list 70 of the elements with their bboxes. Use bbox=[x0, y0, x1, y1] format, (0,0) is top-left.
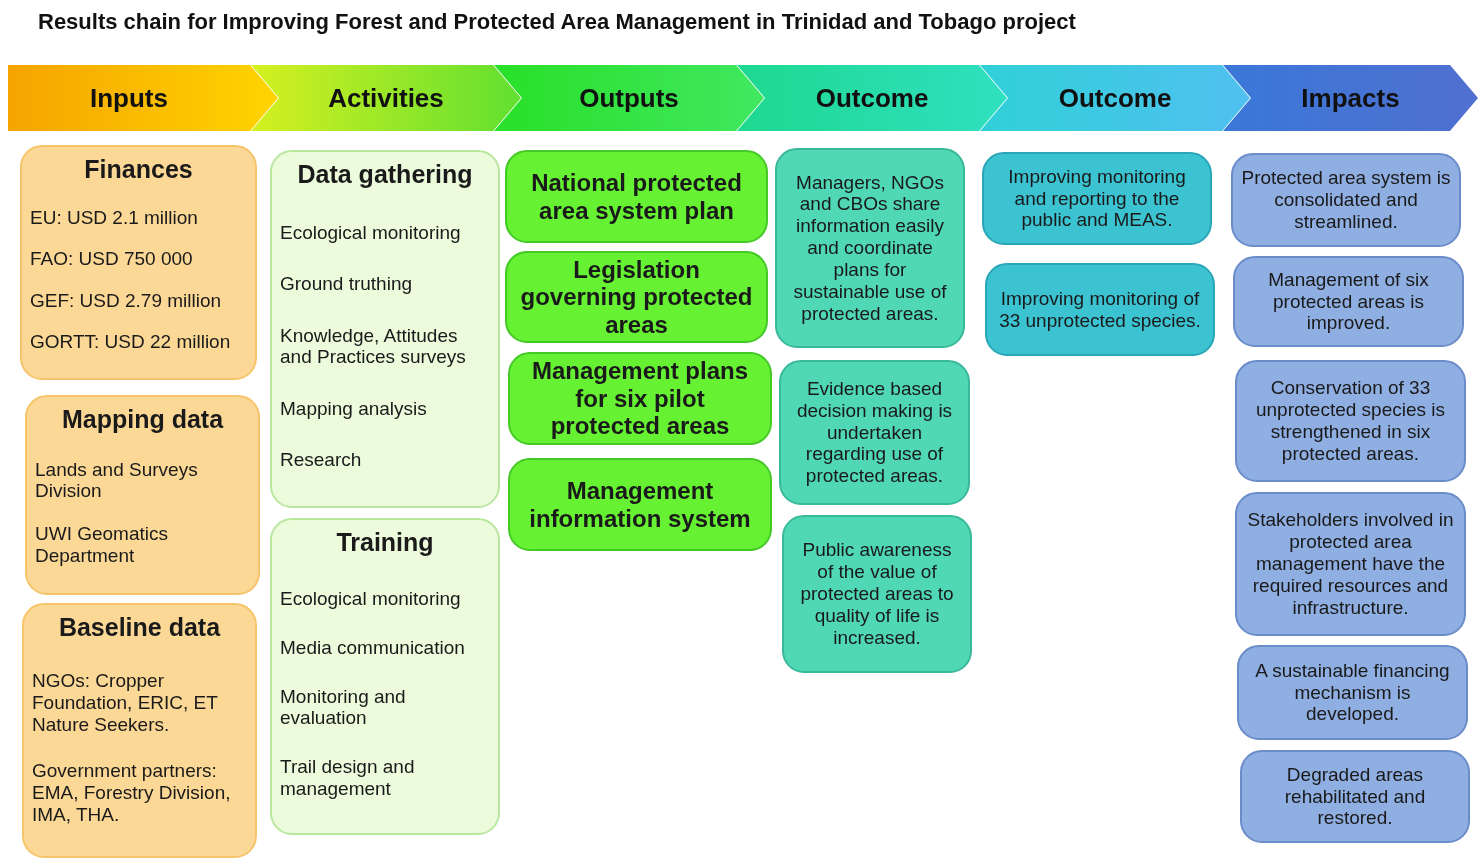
list-item: Ecological monitoring bbox=[280, 222, 462, 245]
outcome-box bbox=[782, 515, 972, 673]
list-item: GORTT: USD 22 million bbox=[30, 330, 232, 353]
list-item: Mapping analysis bbox=[280, 397, 428, 420]
box-text: Protected area system is consolidated and streamlined. bbox=[1241, 167, 1451, 233]
box-heading: Baseline data bbox=[57, 613, 222, 642]
stage-label: Outcome bbox=[814, 81, 930, 115]
stage-banner bbox=[1223, 65, 1478, 131]
list-item: Monitoring and evaluation bbox=[280, 685, 407, 730]
stage-banner bbox=[251, 65, 521, 131]
list-item: UWI Geomatics Department bbox=[35, 522, 170, 567]
stage-label: Outcome bbox=[1057, 81, 1173, 115]
stage-label: Outputs bbox=[578, 81, 680, 115]
list-item: Government partners: EMA, Forestry Division, IMA, THA. bbox=[32, 760, 232, 826]
box-text: Stakeholders involved in protected area management have the required resources and infrastructure. bbox=[1246, 509, 1455, 619]
impact-box bbox=[1240, 750, 1470, 843]
impact-box bbox=[1233, 256, 1464, 347]
list-item: EU: USD 2.1 million bbox=[30, 207, 199, 230]
box-text: Improving monitoring and reporting to the public and MEAS. bbox=[1007, 165, 1187, 232]
diagram-title: Results chain for Improving Forest and Protected Area Management in Trinidad and Tobago project bbox=[38, 9, 1076, 35]
list-item: Media communication bbox=[280, 636, 466, 659]
outcome-box bbox=[985, 263, 1215, 356]
output-box bbox=[508, 352, 772, 445]
stage-label: Activities bbox=[327, 81, 445, 115]
box-text: Conservation of 33 unprotected species is strengthened in six protected areas. bbox=[1254, 377, 1447, 465]
activity-box bbox=[270, 518, 500, 835]
list-item: Knowledge, Attitudes and Practices surveys bbox=[280, 324, 467, 369]
outcome-box bbox=[982, 152, 1212, 245]
list-item: FAO: USD 750 000 bbox=[30, 248, 194, 271]
output-box bbox=[508, 458, 772, 551]
activity-box bbox=[270, 150, 500, 508]
output-box bbox=[505, 251, 768, 343]
stage-banner bbox=[8, 65, 278, 131]
box-text: Public awareness of the value of protected areas to quality of life is increased. bbox=[799, 539, 955, 649]
box-heading: Data gathering bbox=[296, 160, 474, 189]
box-heading: Finances bbox=[83, 155, 194, 184]
box-text: A sustainable financing mechanism is developed. bbox=[1254, 659, 1451, 726]
box-text: Evidence based decision making is undertaken regarding use of protected areas. bbox=[795, 377, 954, 488]
box-text: Management plans for six pilot protected areas bbox=[530, 357, 749, 440]
impact-box bbox=[1235, 492, 1466, 636]
stage-banner bbox=[494, 65, 764, 131]
box-text: Management information system bbox=[528, 476, 752, 533]
box-text: Legislation governing protected areas bbox=[519, 255, 754, 339]
input-box bbox=[20, 145, 257, 380]
box-text: National protected area system plan bbox=[530, 168, 743, 225]
list-item: Ecological monitoring bbox=[280, 588, 462, 610]
stage-banner bbox=[980, 65, 1250, 131]
box-heading: Training bbox=[335, 528, 435, 557]
stage-banner bbox=[737, 65, 1007, 131]
list-item: Research bbox=[280, 448, 363, 471]
output-box bbox=[505, 150, 768, 243]
stage-label: Inputs bbox=[89, 81, 169, 115]
stage-label: Impacts bbox=[1300, 81, 1401, 115]
box-text: Managers, NGOs and CBOs share information easily and coordinate plans for sustainable use of protected areas. bbox=[792, 171, 948, 325]
box-text: Improving monitoring of 33 unprotected species. bbox=[998, 287, 1202, 332]
impact-box bbox=[1231, 153, 1461, 247]
impact-box bbox=[1237, 645, 1468, 740]
list-item: GEF: USD 2.79 million bbox=[30, 289, 223, 312]
list-item: Lands and Surveys Division bbox=[35, 458, 199, 503]
list-item: Trail design and management bbox=[280, 756, 416, 800]
impact-box bbox=[1235, 360, 1466, 482]
box-text: Management of six protected areas is improved. bbox=[1267, 268, 1430, 335]
list-item: NGOs: Cropper Foundation, ERIC, ET Nature Seekers. bbox=[32, 670, 219, 736]
box-heading: Mapping data bbox=[60, 405, 225, 434]
input-box bbox=[22, 603, 257, 858]
input-box bbox=[25, 395, 260, 595]
outcome-box bbox=[779, 360, 970, 505]
outcome-box bbox=[775, 148, 965, 348]
list-item: Ground truthing bbox=[280, 273, 414, 296]
box-text: Degraded areas rehabilitated and restored. bbox=[1283, 763, 1427, 830]
